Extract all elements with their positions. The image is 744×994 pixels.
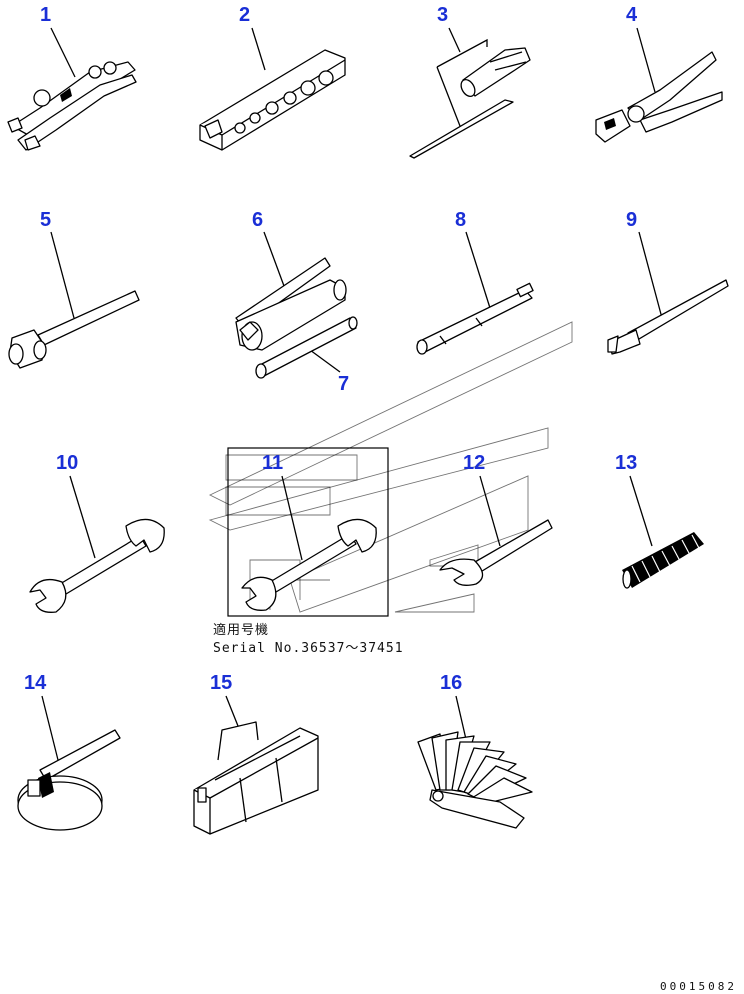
leader-line xyxy=(436,66,461,127)
open-end-wrench-icon xyxy=(29,518,165,613)
item-15: 15 xyxy=(193,672,319,835)
leader-line xyxy=(50,27,76,78)
item-number: 7 xyxy=(338,373,349,395)
item-number: 1 xyxy=(40,4,51,26)
leader-line xyxy=(629,475,653,547)
item-13: 13 xyxy=(615,452,704,589)
extension-bar-icon xyxy=(416,282,534,355)
leader-line xyxy=(41,695,59,761)
screwdriver-icon xyxy=(409,47,531,159)
leader-line xyxy=(251,27,266,71)
item-6: 6 xyxy=(235,209,347,351)
open-end-wrench-icon xyxy=(439,519,553,586)
item-number: 16 xyxy=(440,672,462,694)
pry-bar-icon xyxy=(607,279,729,355)
filter-wrench-icon xyxy=(17,729,121,831)
item-11: 11 適用号機 Serial No.36537～37451 xyxy=(213,447,404,656)
item-2: 2 xyxy=(199,4,346,151)
item-1: 1 xyxy=(7,4,137,151)
leader-line xyxy=(465,231,491,309)
item-number: 4 xyxy=(626,4,638,26)
item-number: 3 xyxy=(437,4,448,26)
item-number: 14 xyxy=(24,672,47,694)
item-4: 4 xyxy=(595,4,723,143)
item-number: 5 xyxy=(40,209,51,231)
item-number: 2 xyxy=(239,4,250,26)
item-number: 13 xyxy=(615,452,637,474)
coil-spring-icon xyxy=(622,532,704,589)
item-number: 6 xyxy=(252,209,263,231)
bracket-line xyxy=(436,38,488,68)
leader-line xyxy=(448,27,461,53)
item-14: 14 xyxy=(17,672,121,831)
leader-line xyxy=(263,231,285,287)
feeler-gauge-icon xyxy=(417,731,533,829)
item-number: 9 xyxy=(626,209,637,231)
item-16: 16 xyxy=(417,672,533,829)
item-number: 10 xyxy=(56,452,78,474)
item-5: 5 xyxy=(8,209,140,369)
item-number: 15 xyxy=(210,672,232,694)
wrench-set-icon xyxy=(7,61,137,151)
item-8: 7 8 xyxy=(416,209,534,355)
leader-line xyxy=(636,27,656,93)
item-7: 7 xyxy=(255,316,358,395)
item-10: 10 xyxy=(29,452,165,613)
leader-line xyxy=(309,349,341,373)
leader-line xyxy=(479,475,501,547)
leader-line xyxy=(69,475,96,559)
leader-line xyxy=(638,231,663,319)
socket-set-case-icon xyxy=(199,49,346,151)
item-9: 9 xyxy=(607,209,729,355)
leader-line xyxy=(281,475,303,561)
leader-line xyxy=(225,695,239,727)
hammer-icon xyxy=(8,290,140,369)
drawing-code: 00015082 xyxy=(660,980,737,993)
item-12: 12 xyxy=(439,452,553,586)
serial-note-label: 適用号機 xyxy=(213,622,269,638)
serial-frame xyxy=(227,447,389,617)
item-number: 12 xyxy=(463,452,485,474)
item-number: 11 xyxy=(262,452,283,474)
nozzle-tube-icon xyxy=(255,316,358,379)
grease-gun-icon xyxy=(235,257,347,351)
tool-bag-icon xyxy=(193,721,319,835)
serial-note-number: Serial No.36537～37451 xyxy=(213,641,404,656)
pliers-icon xyxy=(595,51,723,143)
open-end-wrench-icon xyxy=(241,518,377,611)
item-number: 8 xyxy=(455,209,466,231)
leader-line xyxy=(50,231,75,319)
item-3: 3 xyxy=(409,4,531,159)
